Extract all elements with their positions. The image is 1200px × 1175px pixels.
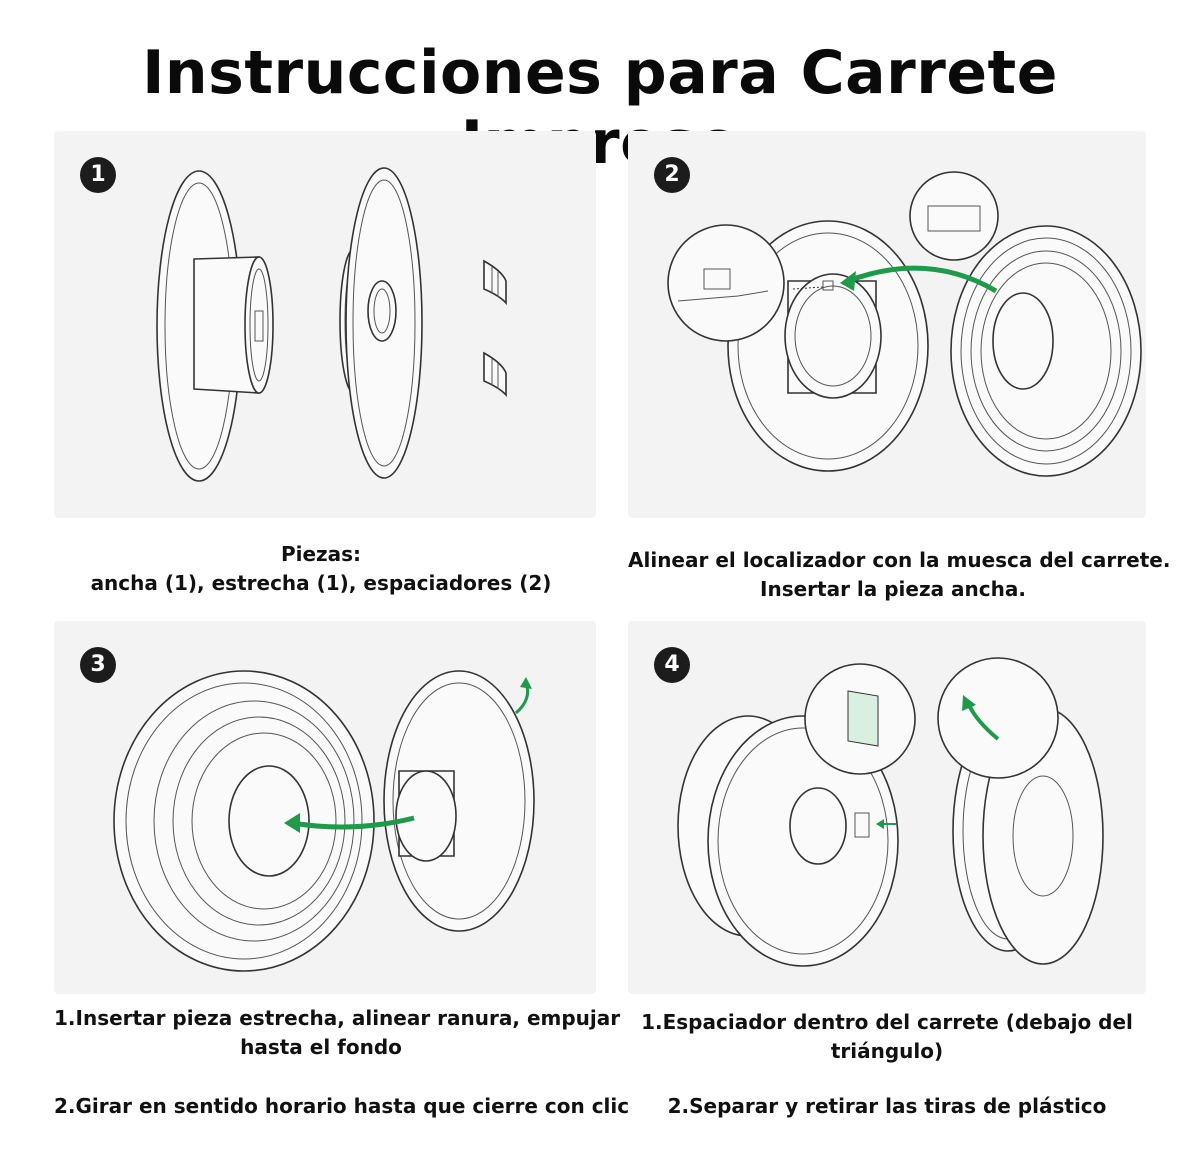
step-1-illustration <box>156 167 507 482</box>
step-2-panel: 2 <box>628 131 1146 518</box>
step-4-illustration <box>677 657 1104 967</box>
step-4-caption-line: 2.Separar y retirar las tiras de plástic… <box>667 1094 1107 1118</box>
step-3-caption-line: hasta el fondo <box>240 1035 402 1059</box>
step-4-caption-line: 1.Espaciador dentro del carrete (debajo … <box>641 1010 1133 1034</box>
step-1-caption-line: Piezas: <box>280 542 362 566</box>
step-4-panel: 4 <box>628 621 1146 994</box>
step-3-caption-line: 1.Insertar pieza estrecha, alinear ranur… <box>54 1006 621 1030</box>
step-2-badge: 2 <box>654 157 690 193</box>
step-3-caption-line: 2.Girar en sentido horario hasta que cie… <box>54 1094 630 1118</box>
step-2-caption: Alinear el localizador con la muesca del… <box>628 546 1171 604</box>
step-4-badge: 4 <box>654 647 690 683</box>
step-4-caption: 1.Espaciador dentro del carrete (debajo … <box>628 1008 1146 1121</box>
step-3-badge: 3 <box>80 647 116 683</box>
step-4-caption-spacer <box>628 1066 1146 1092</box>
step-1-panel: 1 <box>54 131 596 518</box>
step-1-caption-line: ancha (1), estrecha (1), espaciadores (2… <box>90 571 552 595</box>
step-2-caption-line: Alinear el localizador con la muesca del… <box>628 548 1171 572</box>
spacers-drawing <box>483 259 507 398</box>
wide-part-drawing <box>156 170 274 482</box>
step-3-panel: 3 <box>54 621 596 994</box>
step-2-illustration <box>667 171 1142 477</box>
step-3-caption: 1.Insertar pieza estrecha, alinear ranur… <box>54 1004 630 1121</box>
step-1-caption: Piezas: ancha (1), estrecha (1), espacia… <box>54 540 588 598</box>
step-4-caption-line: triángulo) <box>830 1039 944 1063</box>
narrow-part-drawing <box>339 167 423 479</box>
step-3-caption-spacer <box>54 1062 588 1092</box>
step-1-badge: 1 <box>80 157 116 193</box>
step-2-caption-line: Insertar la pieza ancha. <box>760 577 1026 601</box>
step-3-illustration <box>113 670 535 972</box>
